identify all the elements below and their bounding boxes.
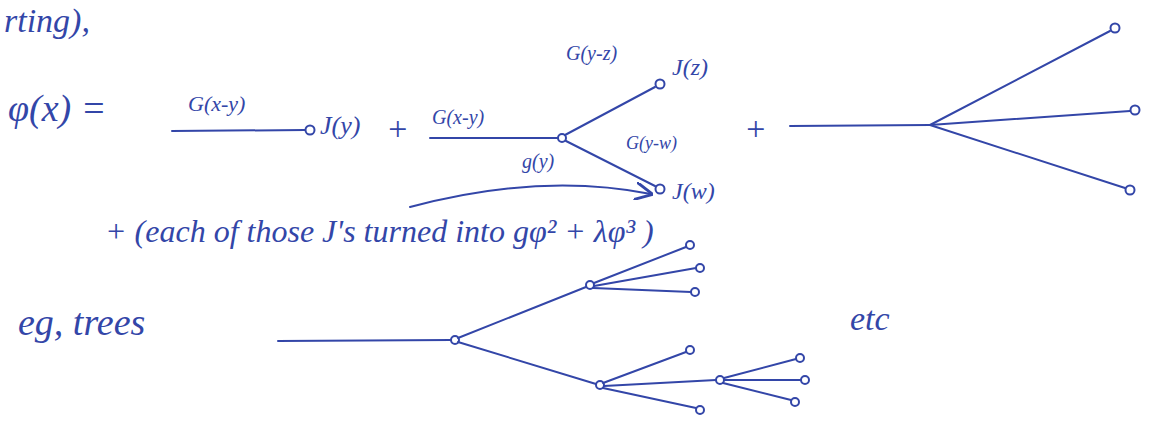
- source-label: J(z): [672, 54, 708, 80]
- note: eg, trees: [18, 302, 145, 344]
- note: etc: [850, 300, 890, 337]
- plus-sign: +: [744, 110, 767, 147]
- propagator-label: G(x-y): [188, 92, 245, 116]
- cut-off-word: rting),: [4, 2, 90, 39]
- propagator-label: G(y-w): [626, 134, 677, 154]
- note: + (each of those J's turned into gφ² + λ…: [105, 214, 654, 249]
- propagator-label: G(y-z): [566, 42, 617, 64]
- vertex-label: g(y): [522, 150, 554, 172]
- propagator-label: G(x-y): [432, 106, 484, 128]
- plus-sign: +: [386, 110, 409, 147]
- equation-lhs: φ(x) =: [8, 88, 106, 130]
- source-label: J(y): [320, 112, 360, 141]
- source-label: J(w): [672, 178, 715, 204]
